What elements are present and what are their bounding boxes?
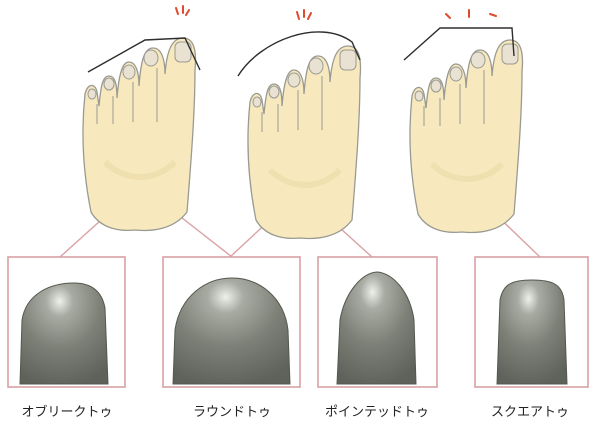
foot-round — [238, 10, 361, 238]
frame-pointed — [318, 257, 437, 387]
caption-round: ラウンドトゥ — [157, 401, 307, 420]
shoe-toe-oblique — [20, 283, 108, 384]
foot-oblique — [83, 6, 200, 230]
caption-pointed: ポインテッドトゥ — [302, 401, 452, 420]
frame-round — [163, 257, 300, 387]
frame-square — [475, 257, 588, 387]
foot-square — [404, 10, 523, 232]
pressure-mark — [297, 10, 311, 19]
caption-square: スクエアトゥ — [455, 401, 595, 420]
pressure-mark — [176, 6, 189, 15]
caption-oblique: オブリークトゥ — [0, 401, 142, 420]
shoe-toe-square — [497, 280, 567, 384]
frame-oblique — [8, 257, 125, 387]
pressure-mark — [446, 10, 496, 18]
